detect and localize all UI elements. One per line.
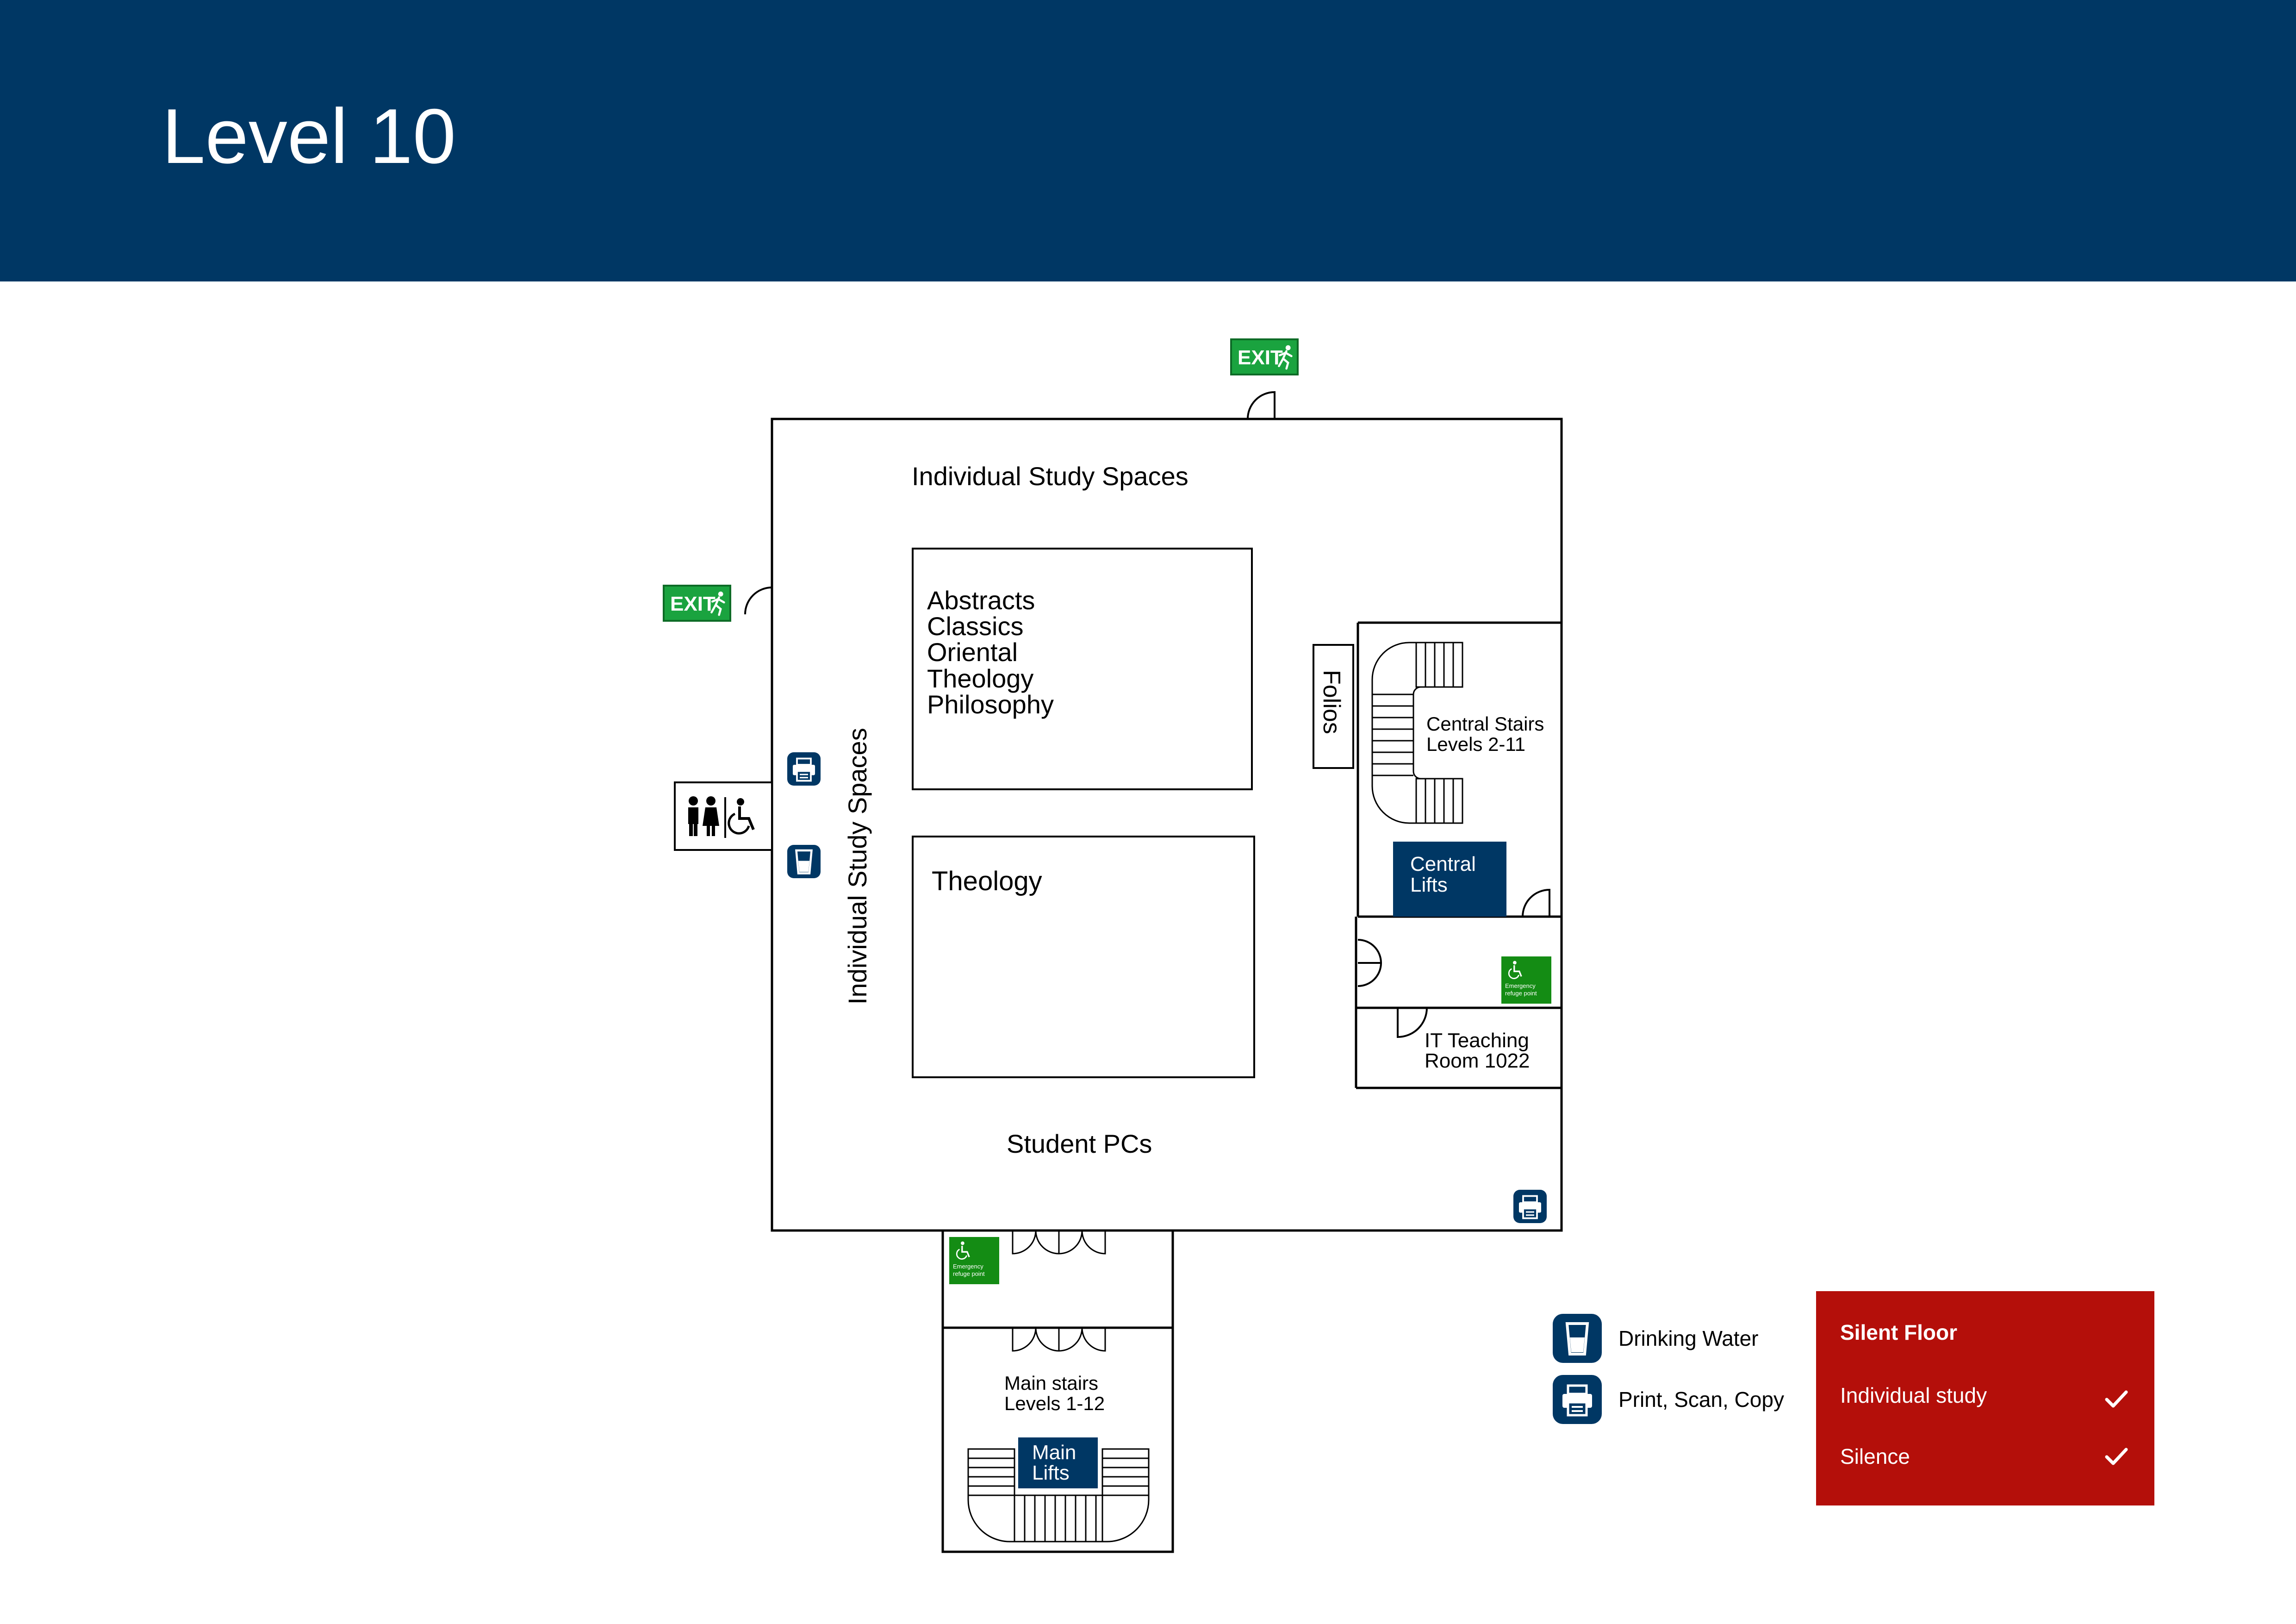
label-study-top: Individual Study Spaces xyxy=(912,462,1188,491)
shelf-block-2 xyxy=(912,836,1255,1078)
central-stairs-label: Central Stairs xyxy=(1426,713,1544,735)
shelf-block-1 xyxy=(912,548,1253,790)
central-lifts xyxy=(1393,842,1506,917)
exit-text-left: EXIT xyxy=(670,593,716,615)
refuge-point-main: Emergency refuge point xyxy=(949,1237,999,1284)
printer-icon xyxy=(1553,1375,1602,1424)
shelf-block-1-labels: Abstracts Classics Oriental Theology Phi… xyxy=(927,586,1054,719)
exit-text-top: EXIT xyxy=(1238,346,1283,369)
it-room-number: Room 1022 xyxy=(1425,1049,1530,1072)
shelf-label: Abstracts xyxy=(927,586,1035,615)
central-lifts-label: Lifts xyxy=(1410,874,1448,896)
legend-label: Print, Scan, Copy xyxy=(1618,1387,1784,1412)
printer-icon xyxy=(787,752,821,786)
drinking-water-icon xyxy=(787,845,821,878)
main-lifts xyxy=(1018,1437,1098,1488)
main-stairs-label: Main stairs xyxy=(1004,1372,1098,1394)
legend-label: Drinking Water xyxy=(1618,1326,1759,1350)
header-bar: Level 10 xyxy=(0,0,2296,281)
exit-sign-left: EXIT xyxy=(663,585,731,622)
exit-sign-top: EXIT xyxy=(1230,338,1299,375)
student-pcs-label: Student PCs xyxy=(1007,1129,1152,1158)
shelf-block-2-label: Theology xyxy=(932,866,1042,896)
silent-row-silence: Silence xyxy=(1840,1444,1910,1468)
main-stairs xyxy=(967,1448,1150,1543)
folios-shelf xyxy=(1313,644,1354,769)
refuge-text: Emergency xyxy=(953,1263,983,1270)
door-central-lobby xyxy=(1522,888,1550,917)
legend-print: Print, Scan, Copy xyxy=(1553,1375,1784,1424)
refuge-text: refuge point xyxy=(953,1270,985,1277)
refuge-text: Emergency xyxy=(1505,982,1536,989)
refuge-point-central: Emergency refuge point xyxy=(1501,956,1551,1004)
central-lifts-label: Central xyxy=(1410,853,1476,875)
shelf-label: Classics xyxy=(927,612,1023,641)
door-double-central xyxy=(1357,939,1382,987)
page-title: Level 10 xyxy=(162,93,456,180)
door-left xyxy=(744,586,773,615)
check-icon xyxy=(2105,1390,2128,1408)
silent-floor-title: Silent Floor xyxy=(1840,1320,1957,1344)
check-icon xyxy=(2105,1448,2128,1465)
main-doors-lower xyxy=(1012,1327,1106,1352)
central-core xyxy=(1355,621,1562,1089)
main-lifts-label: Main xyxy=(1032,1441,1076,1464)
central-stairs-levels: Levels 2-11 xyxy=(1426,733,1525,755)
shelf-label: Oriental xyxy=(927,637,1018,667)
door-it-room xyxy=(1397,1007,1428,1038)
central-stairs xyxy=(1371,642,1463,824)
main-lifts-label: Lifts xyxy=(1032,1462,1070,1484)
accessible-toilet-icon xyxy=(728,798,755,835)
silent-row-individual-study: Individual study xyxy=(1840,1383,1987,1407)
main-stairs-levels: Levels 1-12 xyxy=(1004,1393,1105,1414)
shelf-label: Theology xyxy=(927,664,1033,693)
refuge-text: refuge point xyxy=(1505,990,1537,997)
drinking-water-icon xyxy=(1553,1314,1602,1363)
printer-icon xyxy=(1513,1190,1547,1223)
toilets-icon xyxy=(688,796,726,838)
folios-label: Folios xyxy=(1318,670,1345,734)
door-top xyxy=(1247,391,1276,419)
main-doors-upper xyxy=(1012,1230,1106,1255)
label-study-left: Individual Study Spaces xyxy=(843,728,872,1005)
main-stairs-block xyxy=(941,1229,1174,1553)
it-room-label: IT Teaching xyxy=(1425,1029,1529,1052)
silent-floor-box: Silent Floor Individual study Silence xyxy=(1816,1291,2154,1505)
toilets-area xyxy=(674,781,773,851)
shelf-label: Philosophy xyxy=(927,690,1054,719)
main-floor-area xyxy=(771,418,1563,1232)
legend-drinking-water: Drinking Water xyxy=(1553,1314,1758,1363)
